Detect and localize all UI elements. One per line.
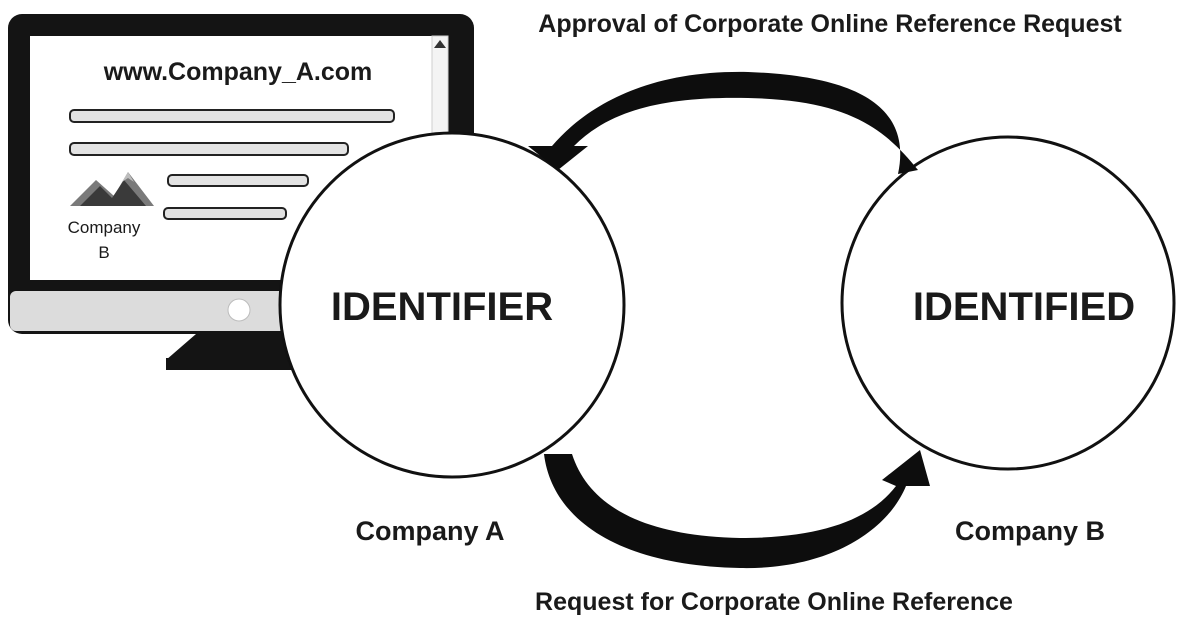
monitor-stand [166, 334, 326, 370]
mountain-logo-icon [70, 172, 154, 206]
approval-label: Approval of Corporate Online Reference R… [538, 10, 1122, 38]
approval-arrow [528, 71, 918, 174]
website-url: www.Company_A.com [103, 58, 373, 86]
text-bar [163, 207, 287, 220]
company-b-label: Company B [955, 516, 1105, 546]
request-arrow [544, 450, 930, 569]
company-a-label: Company A [355, 516, 504, 546]
power-button-icon [227, 298, 251, 322]
screen-content-bars [69, 109, 395, 220]
identifier-circle [278, 131, 626, 479]
logo-caption-line2: B [98, 243, 109, 262]
text-bar [167, 174, 309, 187]
text-bar [69, 109, 395, 123]
identified-title: IDENTIFIED [913, 285, 1135, 329]
text-bar [69, 142, 349, 156]
request-label: Request for Corporate Online Reference [535, 588, 1013, 616]
identifier-title: IDENTIFIER [331, 285, 553, 329]
identified-circle [840, 135, 1176, 471]
up-arrow-scroll-icon[interactable] [434, 40, 446, 48]
logo-caption-line1: Company [68, 218, 141, 237]
